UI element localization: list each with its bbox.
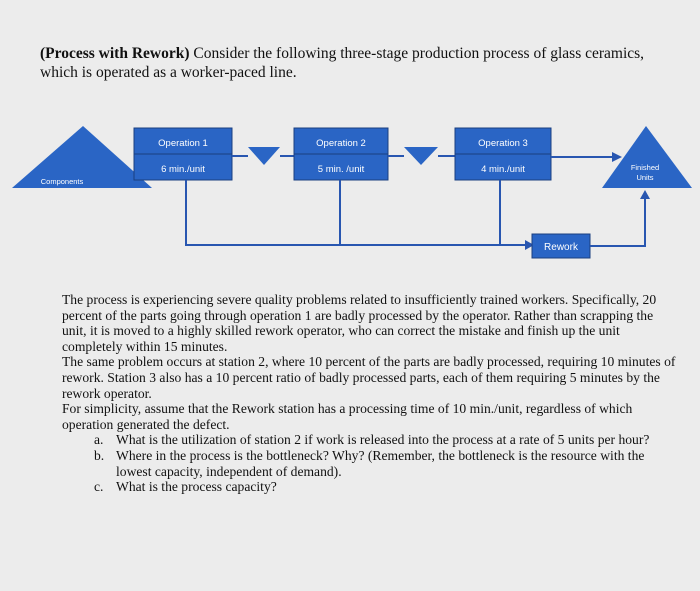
paragraph-3: For simplicity, assume that the Rework s…: [62, 401, 633, 432]
paragraph-2: The same problem occurs at station 2, wh…: [62, 354, 676, 401]
question-a: a. What is the utilization of station 2 …: [94, 432, 677, 448]
paragraph-1: The process is experiencing severe quali…: [62, 292, 657, 354]
operation-3-time: 4 min./unit: [481, 164, 525, 175]
problem-title-bold: (Process with Rework): [40, 45, 190, 62]
question-b-text: Where in the process is the bottleneck? …: [116, 447, 645, 479]
problem-title: (Process with Rework) Consider the follo…: [40, 44, 680, 82]
rework-box: Rework: [531, 233, 591, 259]
finished-label-line1: Finished: [631, 163, 659, 172]
question-b-label: b.: [94, 447, 105, 463]
operation-2-time: 5 min. /unit: [318, 164, 365, 175]
finished-units-triangle: [602, 126, 692, 188]
process-flow-diagram: Components Operation 1 6 min./unit Opera…: [12, 126, 692, 259]
operation-1-box: Operation 1 6 min./unit: [133, 127, 233, 181]
operation-2-name: Operation 2: [316, 138, 366, 149]
rework-label: Rework: [544, 242, 579, 253]
buffer-2-triangle: [404, 147, 438, 165]
operation-2-box: Operation 2 5 min. /unit: [293, 127, 389, 181]
components-label: Components: [41, 177, 84, 186]
question-a-label: a.: [94, 432, 104, 448]
problem-title-text: Consider the following three-stage produ…: [40, 45, 645, 81]
question-b: b. Where in the process is the bottlenec…: [94, 448, 677, 479]
operation-1-time: 6 min./unit: [161, 164, 205, 175]
question-c: c. What is the process capacity?: [94, 479, 677, 495]
arrow-head-rework: [525, 240, 534, 250]
finished-label-line2: Units: [636, 173, 653, 182]
buffer-1-triangle: [248, 147, 280, 165]
arrow-head-finished: [612, 152, 622, 162]
question-a-text: What is the utilization of station 2 if …: [116, 432, 650, 448]
operation-3-box: Operation 3 4 min./unit: [454, 127, 552, 181]
question-c-label: c.: [94, 479, 104, 495]
arrow-head-rework-finished: [640, 190, 650, 199]
problem-body: The process is experiencing severe quali…: [62, 292, 677, 495]
operation-3-name: Operation 3: [478, 138, 528, 149]
components-triangle: [12, 126, 152, 188]
question-c-text: What is the process capacity?: [116, 479, 277, 495]
operation-1-name: Operation 1: [158, 138, 208, 149]
